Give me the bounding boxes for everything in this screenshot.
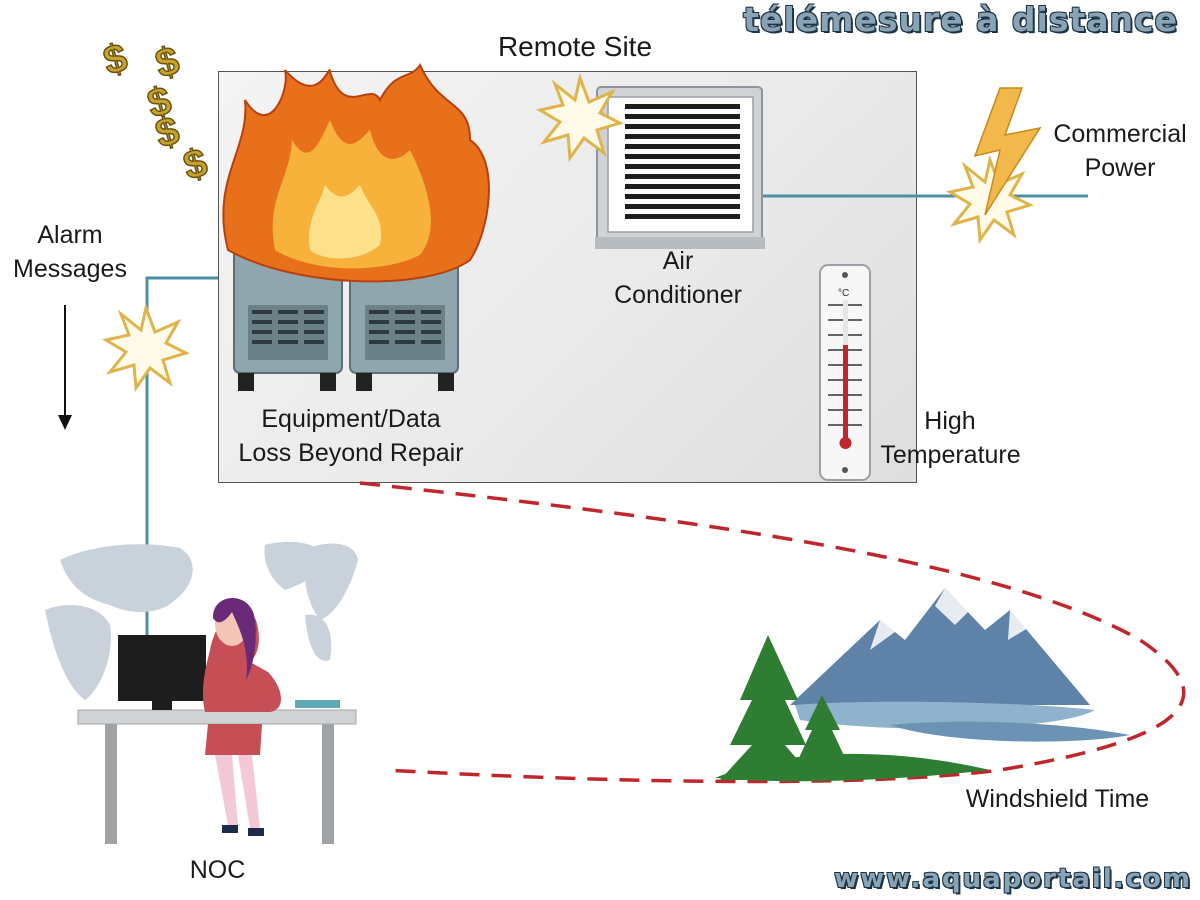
- high-temperature-label-line2: Temperature: [880, 441, 1021, 469]
- brand-url: www.aquaportail.com: [834, 864, 1192, 894]
- windshield-dashed-path: [359, 481, 1186, 784]
- equipment-label-line2: Loss Beyond Repair: [238, 439, 464, 467]
- landscape-illustration: [715, 588, 1130, 782]
- equipment-label-line1: Equipment/Data: [261, 405, 441, 433]
- alarm-label-line2: Messages: [13, 255, 127, 283]
- noc-desk-scene: [77, 598, 357, 844]
- alarm-link-line: [145, 276, 218, 640]
- commercial-power-label-line1: Commercial: [1053, 120, 1187, 148]
- brand-title: télémesure à distance: [743, 0, 1178, 39]
- thermometer-icon: °C: [819, 264, 871, 481]
- spark-burst-icon: [535, 72, 625, 163]
- fire-icon: [222, 62, 490, 283]
- high-temperature-label-line1: High: [924, 407, 976, 435]
- air-conditioner-label-line1: Air: [662, 247, 694, 275]
- dollar-icon: $: [151, 38, 184, 86]
- thermometer-unit: °C: [838, 288, 849, 299]
- dollar-icon: $: [179, 140, 212, 188]
- air-conditioner-icon: [595, 86, 765, 249]
- air-conditioner-label-line2: Conditioner: [614, 281, 742, 309]
- dollar-icon: $: [99, 35, 132, 83]
- lightning-bolt-icon: [973, 87, 1042, 216]
- commercial-power-label-line2: Power: [1084, 154, 1156, 182]
- windshield-time-label: Windshield Time: [965, 785, 1150, 813]
- down-arrow-icon: [58, 305, 72, 430]
- world-map-shapes: [45, 541, 358, 700]
- alarm-label-line1: Alarm: [37, 221, 103, 249]
- noc-label: NOC: [189, 856, 246, 884]
- dollar-icons: $ $ $ $ $: [98, 35, 212, 190]
- remote-site-title: Remote Site: [497, 31, 653, 62]
- spark-burst-icon: [101, 302, 191, 393]
